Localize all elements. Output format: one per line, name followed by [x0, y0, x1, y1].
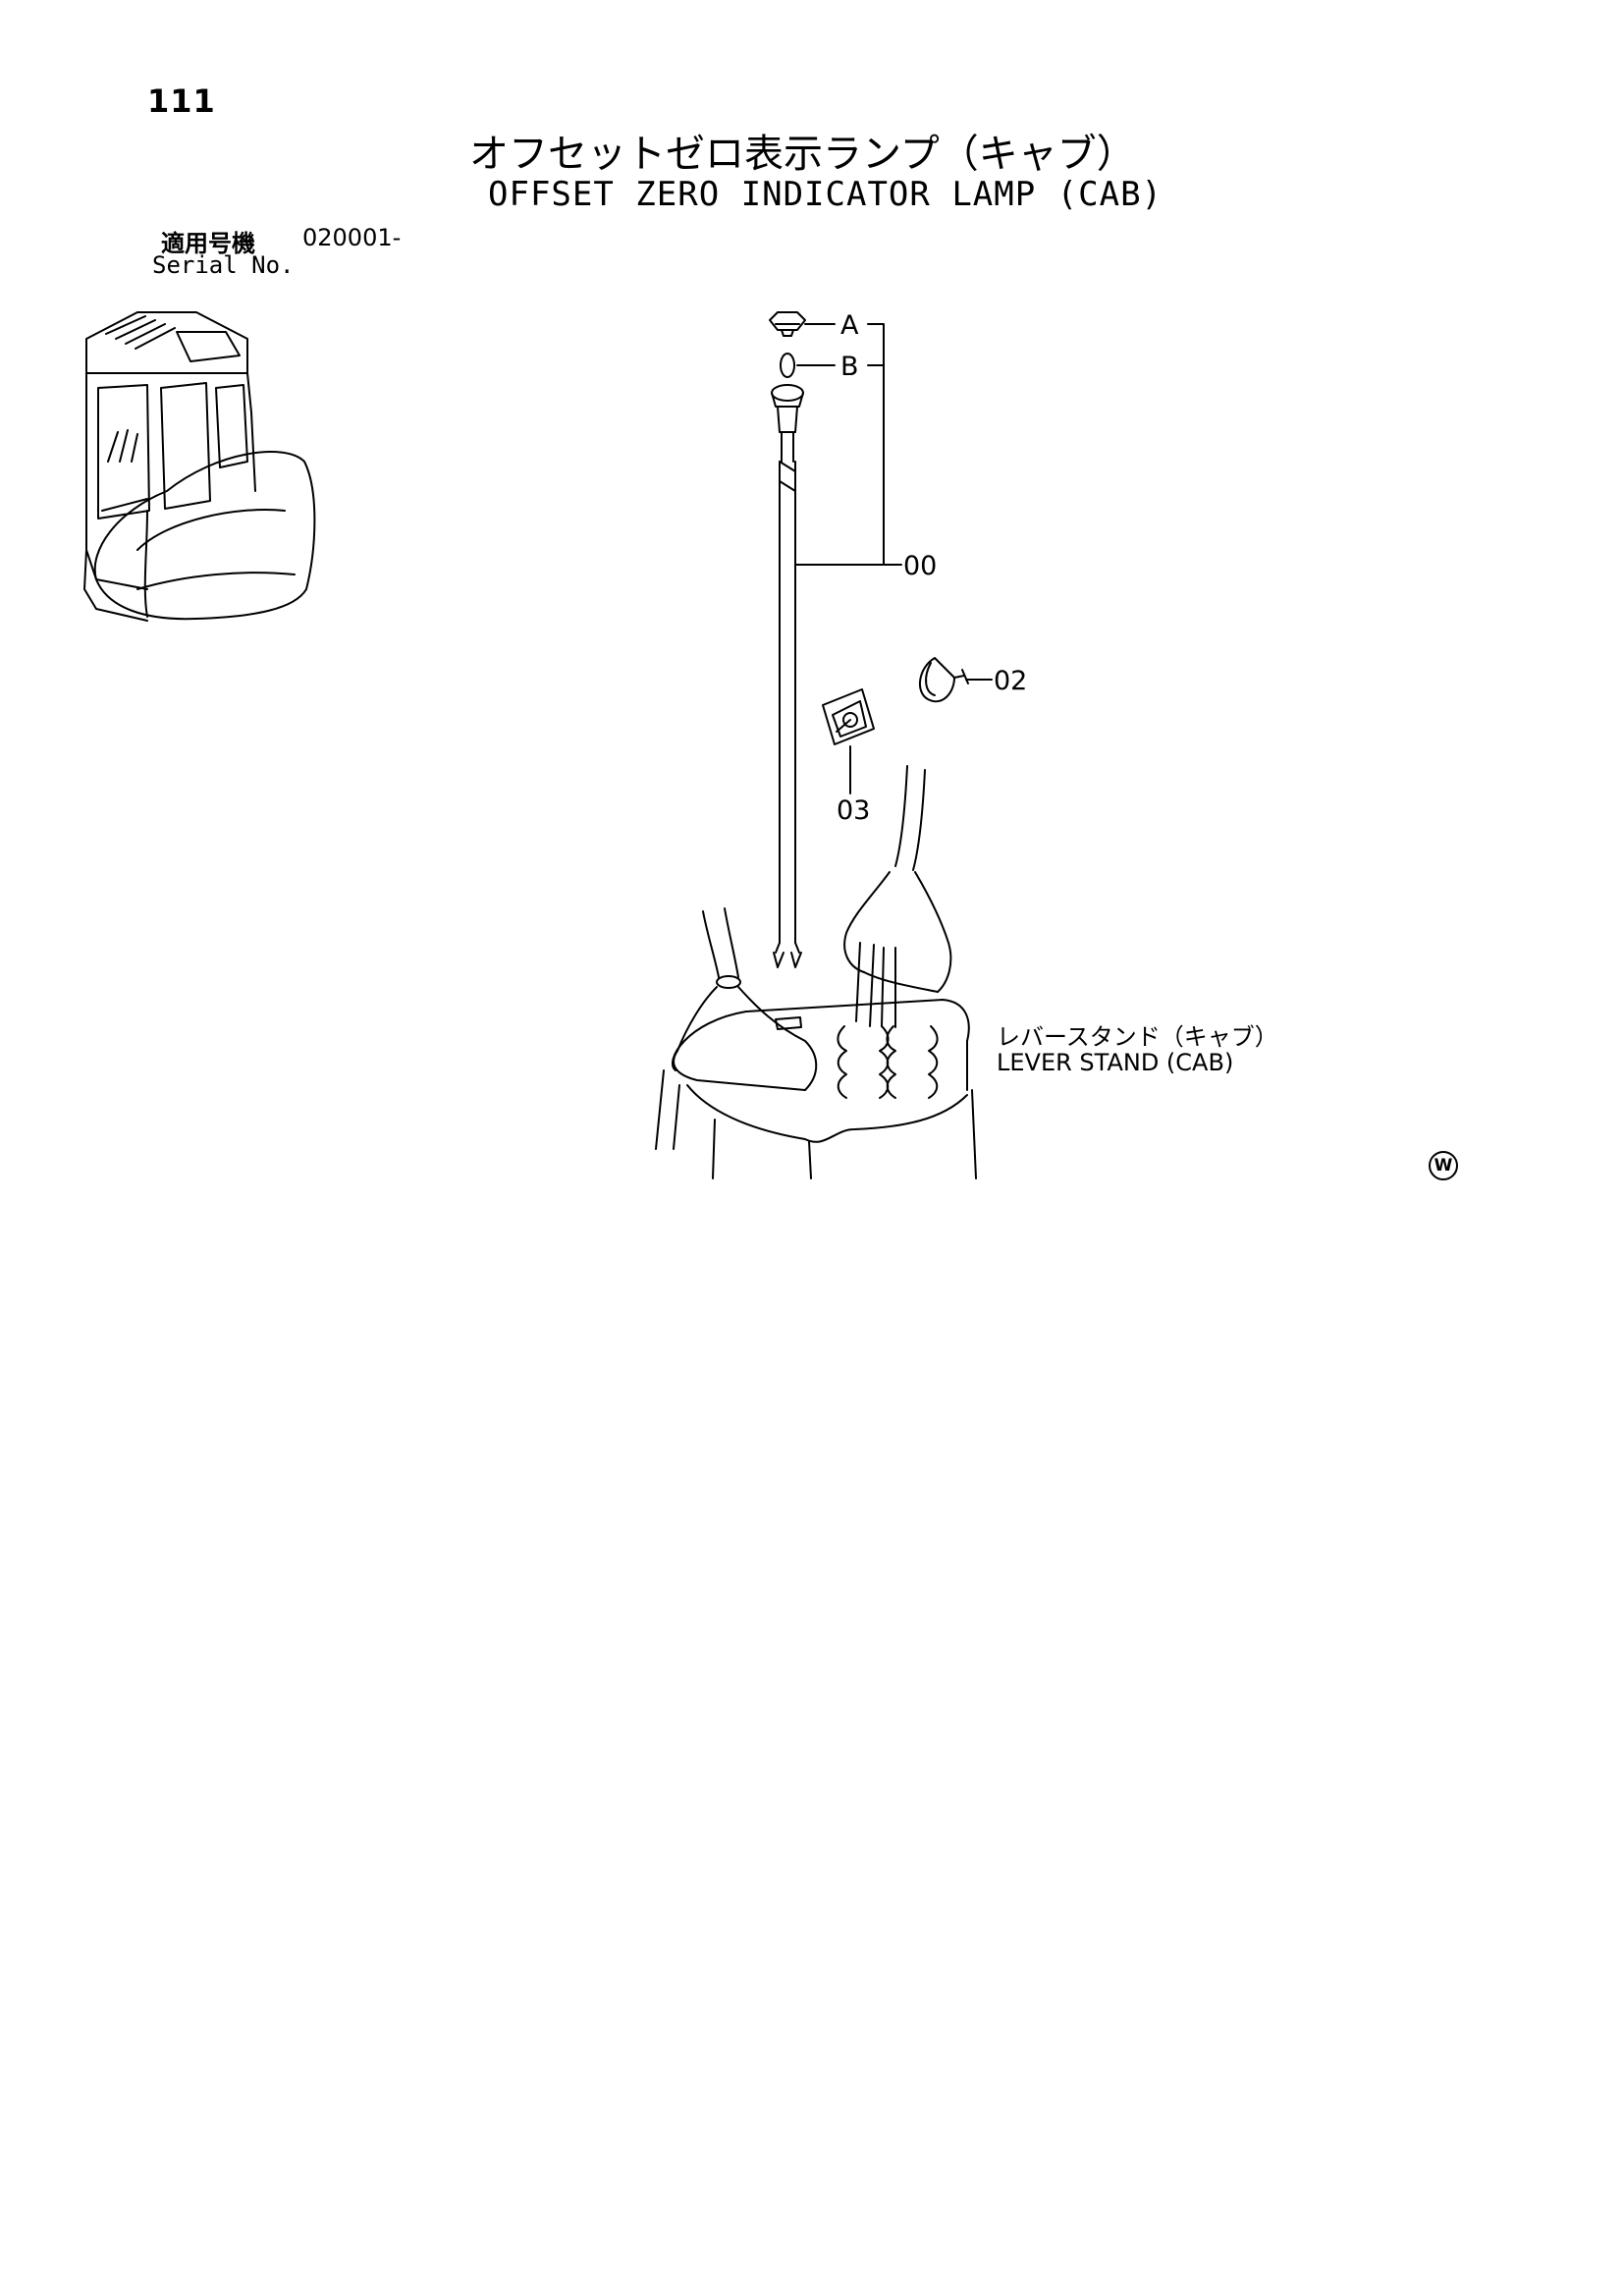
clamp-icon [919, 657, 969, 703]
grommet-icon [822, 688, 875, 745]
serial-label-ja: 適用号機 [161, 230, 255, 257]
serial-label-en: Serial No. [152, 251, 295, 279]
serial-value: 020001- [302, 224, 402, 251]
page-number: 111 [147, 82, 216, 120]
page-title-en: OFFSET ZERO INDICATOR LAMP (CAB) [488, 175, 1163, 214]
lever-stand-label-en: LEVER STAND (CAB) [997, 1049, 1234, 1076]
page-title-ja: オフセットゼロ表示ランプ（キャブ） [469, 132, 1136, 177]
w-mark-icon: W [1429, 1151, 1458, 1180]
bulb-icon [780, 353, 795, 378]
lever-stand-label-ja: レバースタンド（キャブ） [997, 1023, 1278, 1051]
callout-02: 02 [994, 666, 1028, 696]
callout-a: A [840, 310, 859, 341]
callout-b: B [840, 352, 859, 382]
lever-stand-icon [655, 765, 977, 1179]
excavator-cab-thumbnail-icon [83, 311, 316, 622]
lamp-lens-icon [769, 311, 806, 337]
callout-03: 03 [837, 795, 871, 826]
lamp-socket-harness-icon [771, 384, 804, 968]
callout-00: 00 [903, 551, 938, 581]
